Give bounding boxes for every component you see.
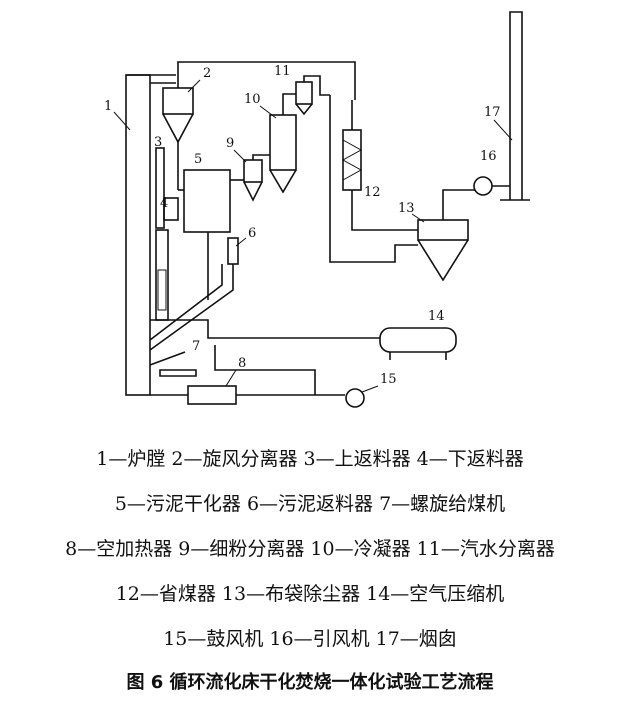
chimney: [509, 11, 523, 200]
label-5: 5: [194, 152, 202, 167]
label-9: 9: [226, 136, 234, 151]
blower: [345, 388, 365, 408]
label-7: 7: [192, 339, 200, 354]
label-1: 1: [104, 99, 112, 114]
label-16: 16: [480, 149, 497, 164]
furnace: [125, 74, 151, 396]
economizer-coil: [341, 139, 363, 181]
label-14: 14: [428, 309, 445, 324]
screw-feeder-arm: [149, 351, 186, 366]
return-pipe: [329, 95, 418, 263]
air-compressor: [379, 327, 457, 353]
upper-return-feeder: [155, 147, 165, 229]
air-heater: [187, 385, 237, 405]
bag-filter-cone: [417, 239, 469, 282]
legend-line-5: 15—鼓风机 16—引风机 17—烟囱: [163, 628, 457, 650]
screw-coal-feeder: [159, 369, 197, 377]
label-3: 3: [154, 135, 162, 150]
label-2: 2: [203, 66, 211, 81]
gas-duct: [351, 190, 418, 231]
label-11: 11: [274, 64, 291, 79]
economizer: [342, 129, 362, 191]
condenser: [269, 114, 297, 171]
label-13: 13: [398, 201, 415, 216]
condenser-to-sws: [282, 93, 296, 115]
legend-line-2: 5—污泥干化器 6—污泥返料器 7—螺旋给煤机: [114, 493, 506, 515]
sws-cone: [295, 103, 313, 116]
lower-return-feeder: [163, 197, 179, 221]
cyclone-gas-outlet: [177, 61, 356, 100]
sludge-return-feeder: [227, 237, 239, 265]
return-leg-inner: [157, 269, 167, 311]
condenser-cone: [269, 169, 297, 194]
sws-vent: [303, 75, 330, 96]
fine-separator-cone: [243, 181, 263, 202]
sludge-return-pipe: [149, 264, 223, 341]
label-10: 10: [244, 92, 261, 107]
process-flow-diagram: 1 2 3 4 5 6 7 8 9 10 11 12 13 14 15 16 1…: [104, 11, 530, 408]
compressor-pipe: [150, 319, 380, 339]
label-17: 17: [484, 105, 501, 120]
sludge-dryer: [183, 169, 231, 233]
induced-draft-fan: [473, 176, 493, 196]
label-15: 15: [380, 372, 397, 387]
separator-to-condenser: [252, 154, 270, 160]
cyclone-cone: [162, 113, 194, 144]
sludge-return-pipe: [149, 264, 234, 351]
label-12: 12: [364, 185, 381, 200]
label-8: 8: [238, 356, 246, 371]
fine-powder-separator: [243, 159, 263, 183]
blower-branch: [214, 345, 316, 395]
legend-line-1: 1—炉膛 2—旋风分离器 3—上返料器 4—下返料器: [96, 448, 524, 470]
legend-line-3: 8—空加热器 9—细粉分离器 10—冷凝器 11—汽水分离器: [65, 538, 555, 560]
label-4: 4: [160, 196, 168, 211]
legend-line-4: 12—省煤器 13—布袋除尘器 14—空气压缩机: [115, 583, 505, 605]
label-6: 6: [248, 226, 256, 241]
bag-filter: [417, 219, 469, 241]
bag-filter-outlet: [442, 189, 475, 220]
steam-water-separator: [295, 81, 313, 105]
figure-caption: 图 6 循环流化床干化焚烧一体化试验工艺流程: [126, 672, 494, 693]
